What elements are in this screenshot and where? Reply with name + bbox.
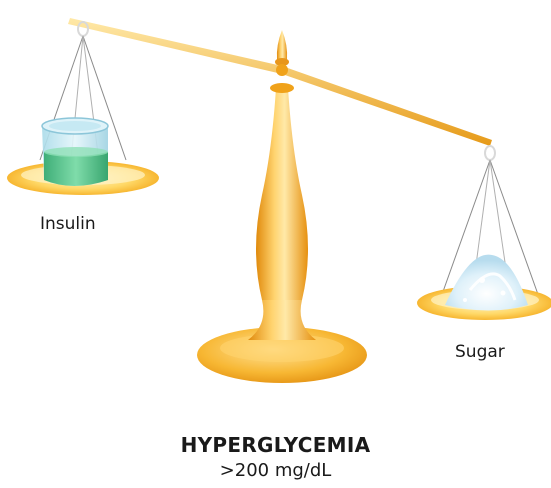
scale-stand (197, 30, 367, 383)
beaker-icon (41, 117, 109, 186)
sugar-pile-icon (445, 254, 528, 311)
scale-beam (68, 18, 496, 161)
right-pan-sugar (417, 159, 551, 320)
caption-subtitle: >200 mg/dL (219, 460, 332, 481)
caption-title: HYPERGLYCEMIA (180, 433, 371, 457)
label-sugar: Sugar (455, 342, 505, 362)
label-insulin: Insulin (40, 214, 96, 234)
left-pan-insulin (7, 35, 159, 195)
